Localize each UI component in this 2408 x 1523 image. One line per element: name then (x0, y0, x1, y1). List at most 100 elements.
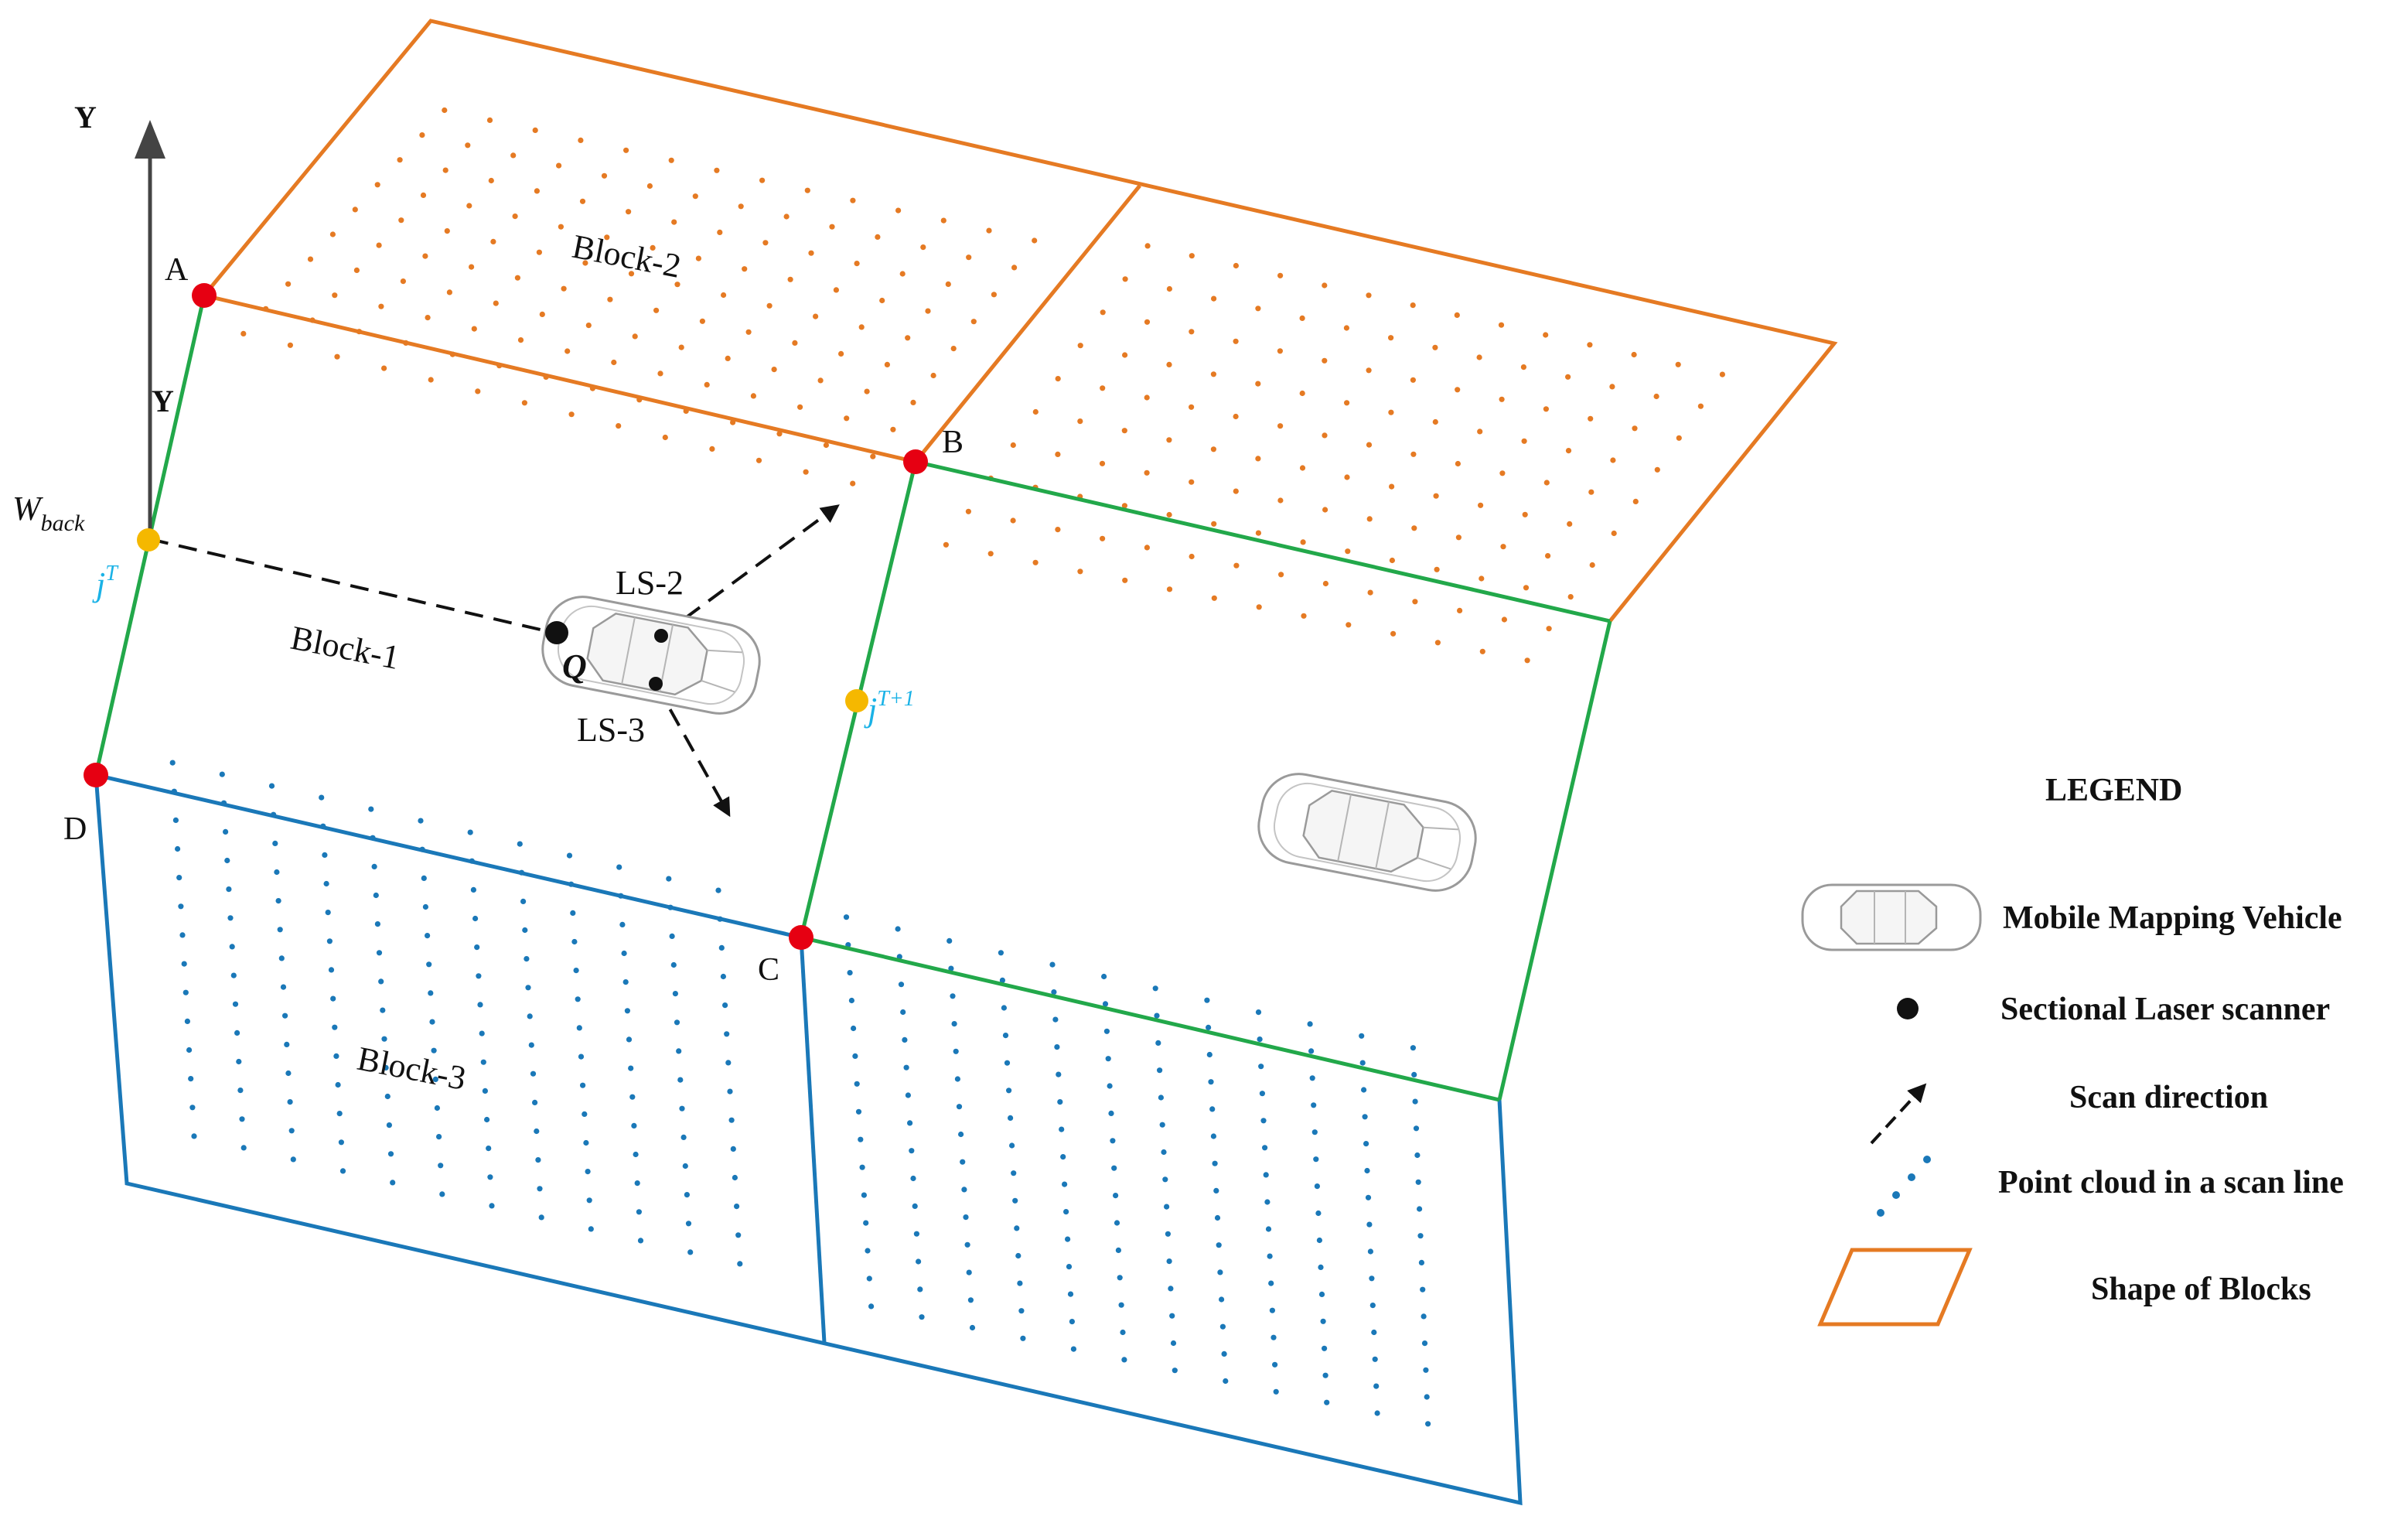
point-cloud-dot (1015, 1252, 1022, 1259)
point-cloud-dot (1410, 302, 1416, 309)
point-cloud-dot (1014, 1225, 1020, 1231)
point-cloud-dot (536, 249, 543, 255)
point-cloud-dot (954, 1076, 960, 1082)
point-cloud-dot (476, 973, 482, 979)
point-cloud-dot (1565, 448, 1572, 454)
point-cloud-dot (1343, 325, 1349, 331)
point-cloud-dot (522, 927, 528, 934)
point-cloud-dot (1223, 1378, 1229, 1385)
point-cloud-dot (438, 1163, 444, 1169)
point-cloud-dot (1212, 1160, 1218, 1166)
point-cloud-dot (634, 1180, 640, 1187)
point-cloud-dot (859, 1164, 865, 1170)
point-cloud-dot (750, 393, 757, 399)
point-cloud-dot (186, 1047, 193, 1053)
point-cloud-dot (1055, 451, 1061, 458)
point-cloud-dot (709, 446, 715, 452)
point-cloud-dot (1318, 1264, 1324, 1270)
point-cloud-dot (875, 234, 881, 240)
legend-item-scanner-label: Sectional Laser scanner (2000, 992, 2330, 1027)
point-cloud-dot (1567, 521, 1573, 528)
point-cloud-dot (718, 944, 725, 951)
point-cloud-dot (866, 1275, 872, 1282)
y-axis-label-top: Y (74, 100, 97, 135)
point-cloud-dot (623, 147, 629, 153)
point-cloud-dot (1432, 418, 1438, 425)
point-cloud-dot (1372, 1356, 1378, 1362)
point-cloud-dot (616, 423, 622, 429)
point-cloud-dot (1500, 544, 1506, 550)
point-cloud-dot (601, 172, 608, 179)
point-cloud-dot (323, 880, 329, 887)
point-cloud-dot (895, 926, 901, 932)
point-cloud-dot (528, 1042, 534, 1048)
point-cloud-dot (669, 933, 675, 939)
point-cloud-dot (466, 203, 472, 209)
point-cloud-dot (1654, 466, 1660, 473)
point-cloud-dot (626, 1036, 633, 1043)
point-cloud-dot (1018, 1308, 1025, 1314)
point-cloud-dot (797, 404, 803, 410)
point-cloud-dot (662, 434, 668, 441)
point-cloud-dot (903, 1064, 909, 1071)
point-cloud-dot (1389, 483, 1395, 490)
point-cloud-dot (525, 985, 531, 991)
point-cloud-dot (421, 875, 427, 881)
point-cloud-dot (1299, 465, 1306, 471)
point-cloud-dot (1009, 1142, 1015, 1149)
point-cloud-dot (920, 244, 926, 251)
point-cloud-dot (1057, 1099, 1063, 1105)
point-cloud-dot (1268, 1280, 1274, 1286)
point-cloud-dot (722, 1002, 728, 1009)
point-cloud-dot (1267, 1253, 1273, 1259)
point-cloud-dot (397, 157, 403, 163)
point-cloud-dot (1366, 516, 1373, 522)
point-cloud-dot (1417, 1206, 1423, 1212)
point-cloud-dot (1543, 406, 1549, 412)
point-cloud-dot (1543, 332, 1549, 338)
point-cloud-dot (1189, 479, 1195, 485)
point-cloud-dot (829, 224, 835, 230)
point-cloud-dot (326, 938, 333, 944)
point-cloud-dot (1206, 1051, 1213, 1058)
point-cloud-dot (1077, 569, 1083, 575)
point-cloud-dot (470, 886, 477, 893)
point-cloud-dot (1122, 577, 1128, 583)
block-3-outline (94, 773, 1523, 1506)
point-cloud-dot (730, 1146, 736, 1152)
point-cloud-dot (1322, 432, 1328, 439)
point-cloud-dot (428, 377, 434, 383)
point-cloud-dot (486, 117, 493, 123)
point-cloud-dot (1411, 1071, 1417, 1077)
point-cloud-dot (1062, 1181, 1068, 1187)
point-cloud-dot (1311, 1129, 1318, 1135)
point-cloud-dot (426, 961, 432, 968)
point-cloud-dot (378, 303, 384, 309)
point-cloud-dot (558, 224, 564, 230)
point-cloud-dot (1101, 973, 1107, 980)
point-cloud-dot (1055, 376, 1061, 382)
point-cloud-dot (909, 1148, 915, 1154)
point-cloud-dot (1166, 361, 1172, 367)
point-cloud-dot (1210, 371, 1216, 377)
point-cloud-dot (277, 927, 283, 933)
point-cloud-dot (1366, 292, 1372, 299)
point-cloud-dot (1216, 1242, 1222, 1248)
point-cloud-dot (191, 1133, 197, 1139)
point-cloud-dot (864, 388, 870, 394)
point-cloud-dot (633, 1151, 639, 1158)
point-cloud-dot (1366, 1221, 1373, 1228)
point-cloud-dot (1204, 997, 1210, 1003)
point-cloud-dot (444, 228, 450, 234)
point-cloud-dot (1032, 559, 1039, 565)
point-cloud-dot (843, 914, 850, 920)
point-cloud-dot (1412, 599, 1418, 605)
point-cloud-dot (1388, 335, 1394, 341)
point-cloud-dot (870, 453, 876, 459)
point-cloud-dot (1233, 488, 1239, 494)
point-cloud-dot (964, 1241, 970, 1248)
point-cloud-dot (1299, 315, 1305, 321)
point-cloud-dot (575, 996, 581, 1002)
point-cloud-dot (1122, 352, 1128, 358)
